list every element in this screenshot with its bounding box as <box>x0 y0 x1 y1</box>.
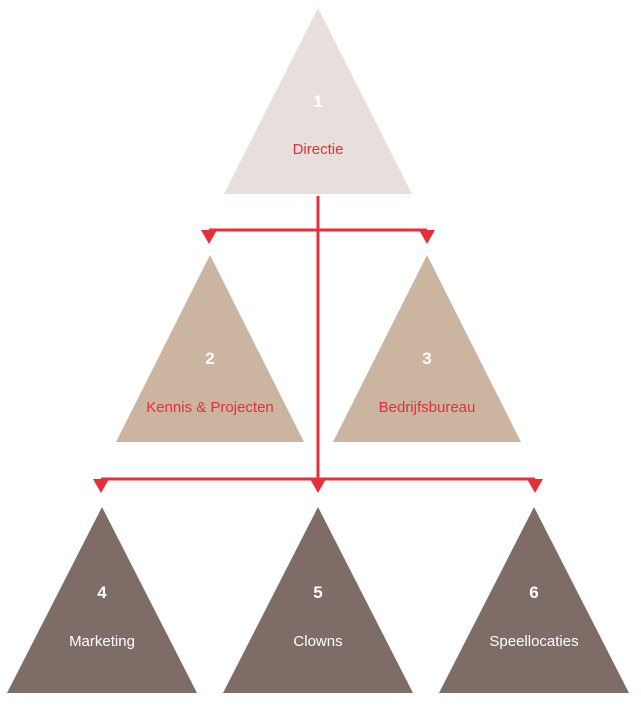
arrow-to-node-2 <box>201 230 217 244</box>
arrowheads <box>93 230 543 493</box>
node-1-number: 1 <box>313 92 322 111</box>
node-5-number: 5 <box>313 583 322 602</box>
node-marketing: 4 Marketing <box>7 507 197 693</box>
triangle-node-3 <box>333 255 521 442</box>
node-2-number: 2 <box>205 349 214 368</box>
node-3-label: Bedrijfsbureau <box>379 399 476 416</box>
node-6-label: Speellocaties <box>489 633 578 650</box>
node-directie: 1 Directie <box>224 8 412 194</box>
triangle-node-2 <box>116 255 304 442</box>
triangle-node-5 <box>223 507 413 693</box>
triangle-node-6 <box>439 507 629 693</box>
node-clowns: 5 Clowns <box>223 507 413 693</box>
node-4-number: 4 <box>97 583 107 602</box>
node-2-label: Kennis & Projecten <box>146 399 274 416</box>
node-speellocaties: 6 Speellocaties <box>439 507 629 693</box>
arrow-to-node-4 <box>93 479 109 493</box>
node-kennis-projecten: 2 Kennis & Projecten <box>116 255 304 442</box>
node-bedrijfsbureau: 3 Bedrijfsbureau <box>333 255 521 442</box>
arrow-to-node-5 <box>310 479 326 493</box>
arrow-to-node-6 <box>527 479 543 493</box>
triangle-node-4 <box>7 507 197 693</box>
node-4-label: Marketing <box>69 633 135 650</box>
node-6-number: 6 <box>529 583 538 602</box>
node-3-number: 3 <box>422 349 431 368</box>
triangle-node-1 <box>224 8 412 194</box>
node-5-label: Clowns <box>293 633 342 650</box>
arrow-to-node-3 <box>419 230 435 244</box>
node-1-label: Directie <box>293 141 344 158</box>
